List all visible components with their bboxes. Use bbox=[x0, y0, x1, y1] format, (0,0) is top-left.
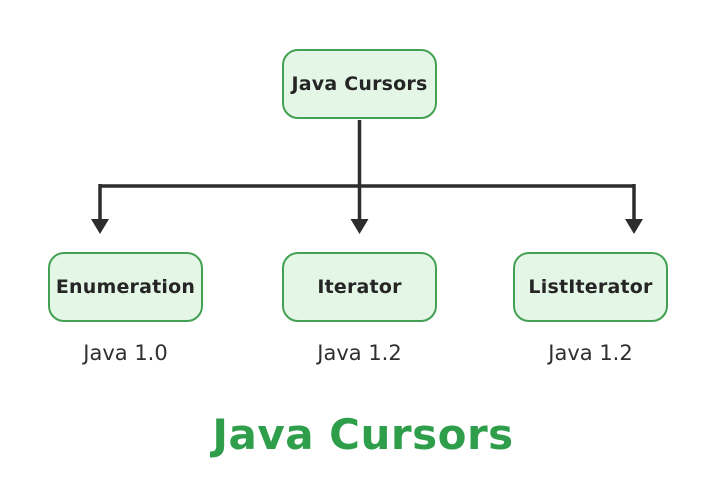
diagram-title: Java Cursors bbox=[212, 410, 514, 459]
version-label-listiterator: Java 1.2 bbox=[548, 341, 633, 365]
child-node-iterator: Iterator bbox=[282, 252, 437, 322]
child-node-label: Iterator bbox=[317, 276, 402, 298]
version-label-iterator: Java 1.2 bbox=[317, 341, 402, 365]
child-node-label: ListIterator bbox=[528, 276, 653, 298]
child-node-label: Enumeration bbox=[55, 276, 196, 298]
child-node-enumeration: Enumeration bbox=[48, 252, 203, 322]
root-node-java-cursors: Java Cursors bbox=[282, 49, 437, 119]
root-node-label: Java Cursors bbox=[291, 73, 428, 95]
version-label-enumeration: Java 1.0 bbox=[83, 341, 168, 365]
child-node-listiterator: ListIterator bbox=[513, 252, 668, 322]
